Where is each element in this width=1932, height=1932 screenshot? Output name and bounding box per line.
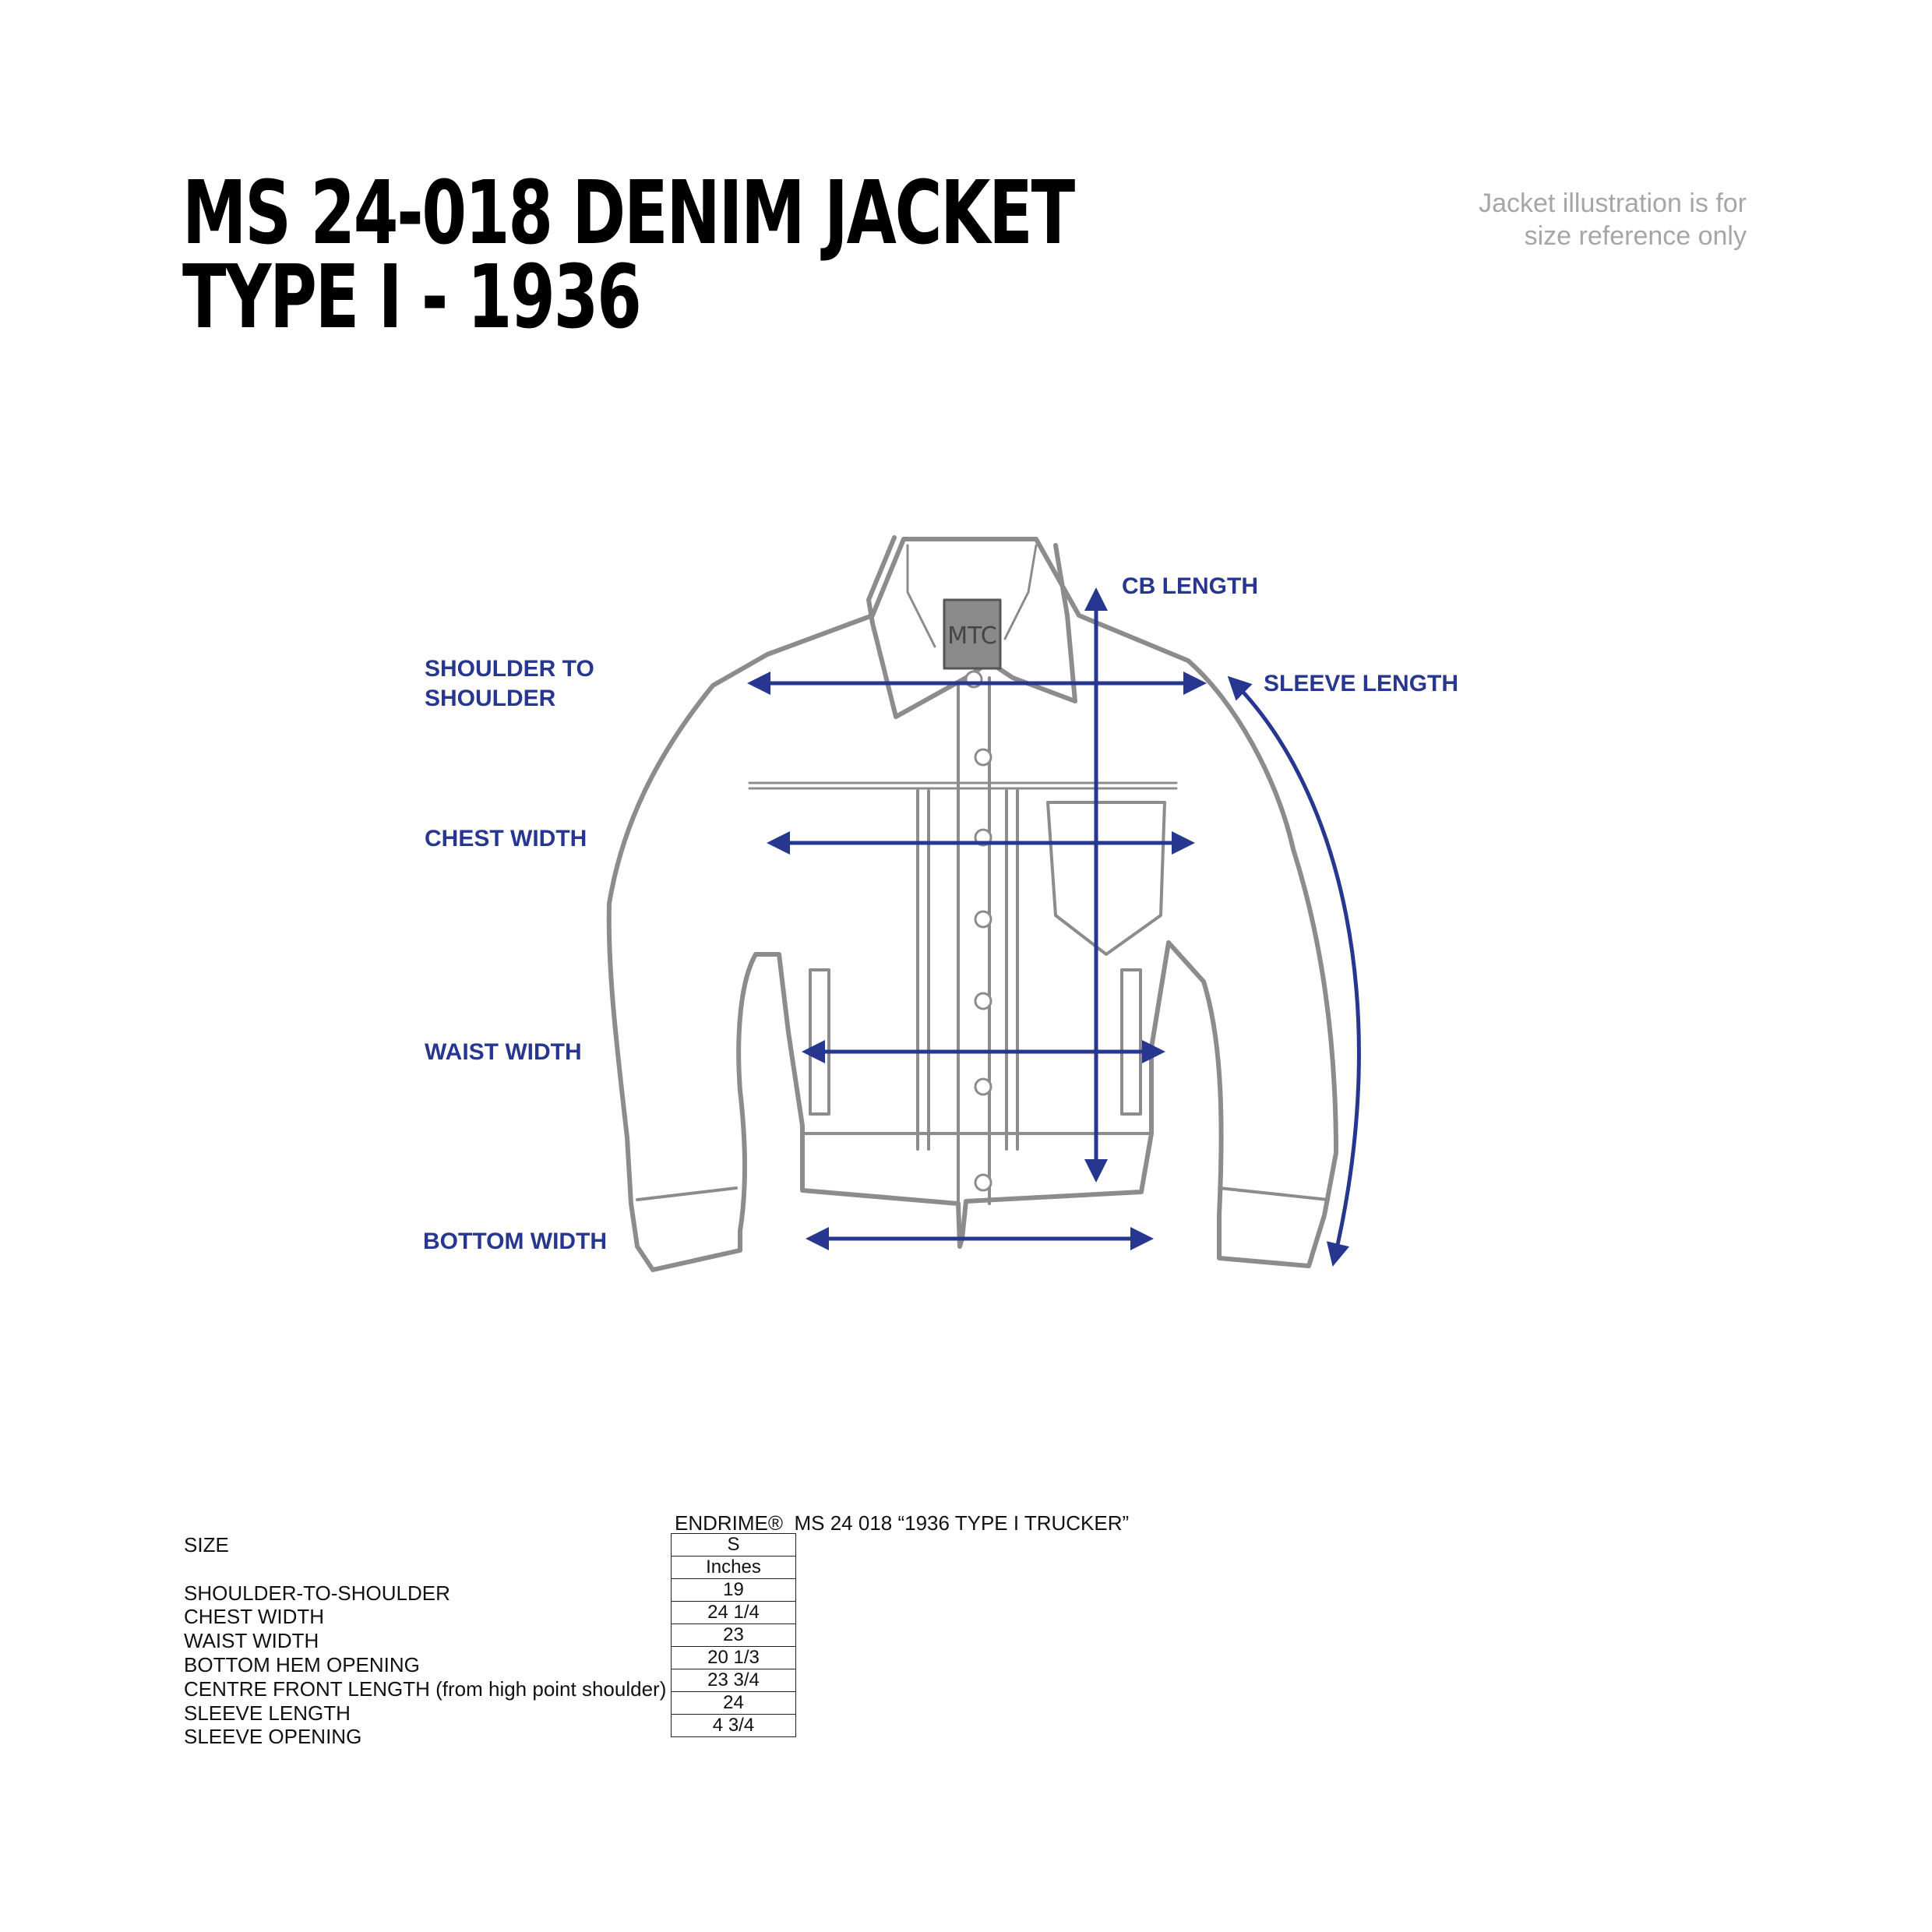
spec-label: BOTTOM HEM OPENING bbox=[184, 1652, 420, 1676]
chest-pocket bbox=[1046, 801, 1166, 956]
button-placket bbox=[957, 676, 991, 1205]
sleeve-length-arrow bbox=[1227, 675, 1361, 1267]
spec-value: 23 bbox=[671, 1624, 796, 1647]
button bbox=[974, 1077, 992, 1096]
spec-value: 24 bbox=[671, 1691, 796, 1715]
table-row: 4 3/4 bbox=[671, 1714, 796, 1737]
yoke-seam bbox=[748, 781, 1178, 790]
right-side-pocket bbox=[1120, 968, 1142, 1116]
table-row: S bbox=[671, 1533, 796, 1557]
size-value: S bbox=[671, 1533, 796, 1557]
page-title: MS 24-018 DENIM JACKET TYPE I - 1936 bbox=[182, 163, 1075, 348]
label-sleeve-length: SLEEVE LENGTH bbox=[1264, 671, 1458, 696]
label-bottom: BOTTOM WIDTH bbox=[423, 1229, 607, 1254]
spec-labels: SIZE SHOULDER-TO-SHOULDER CHEST WIDTH WA… bbox=[184, 1533, 666, 1749]
table-row: 19 bbox=[671, 1578, 796, 1602]
right-cuff bbox=[1218, 1186, 1330, 1201]
pleats bbox=[916, 789, 1019, 1151]
spec-value: 20 1/3 bbox=[671, 1646, 796, 1669]
label-waist: WAIST WIDTH bbox=[425, 1039, 582, 1065]
size-table: S Inches 19 24 1/4 23 20 1/3 23 3/4 24 4… bbox=[671, 1533, 796, 1737]
title-line-1: MS 24-018 DENIM JACKET bbox=[182, 163, 1075, 264]
left-side-pocket bbox=[809, 968, 830, 1116]
unit-value: Inches bbox=[671, 1556, 796, 1579]
button bbox=[974, 992, 992, 1010]
table-row: 24 bbox=[671, 1691, 796, 1715]
reference-note: Jacket illustration is for size referenc… bbox=[1479, 187, 1747, 252]
table-row: 23 bbox=[671, 1624, 796, 1647]
spec-value: 4 3/4 bbox=[671, 1714, 796, 1737]
button bbox=[974, 748, 992, 767]
title-line-2: TYPE I - 1936 bbox=[182, 247, 642, 348]
logo-letters: MTC bbox=[947, 622, 996, 650]
buttons bbox=[964, 670, 992, 1192]
unit-spacer bbox=[184, 1557, 666, 1581]
table-row: 23 3/4 bbox=[671, 1669, 796, 1692]
table-row: 20 1/3 bbox=[671, 1646, 796, 1669]
spec-heading: ENDRIME® MS 24 018 “1936 TYPE I TRUCKER” bbox=[675, 1511, 1130, 1535]
collar-inner bbox=[906, 544, 1038, 648]
spec-label: CENTRE FRONT LENGTH (from high point sho… bbox=[184, 1676, 667, 1701]
reference-note-line-2: size reference only bbox=[1524, 221, 1747, 251]
label-cb-length: CB LENGTH bbox=[1122, 573, 1258, 599]
spec-value: 24 1/4 bbox=[671, 1601, 796, 1624]
spec-value: 19 bbox=[671, 1578, 796, 1602]
button bbox=[974, 910, 992, 929]
label-shoulder-line-2: SHOULDER bbox=[425, 686, 556, 711]
collar bbox=[866, 535, 1077, 719]
table-row: Inches bbox=[671, 1556, 796, 1579]
label-shoulder-line-1: SHOULDER TO bbox=[425, 656, 594, 682]
logo-tag bbox=[943, 598, 1002, 670]
label-chest: CHEST WIDTH bbox=[425, 826, 587, 851]
size-label: SIZE bbox=[184, 1533, 229, 1557]
spec-label: SHOULDER-TO-SHOULDER bbox=[184, 1581, 450, 1605]
spec-value: 23 3/4 bbox=[671, 1669, 796, 1692]
measurement-labels: SHOULDER TO SHOULDER CHEST WIDTH WAIST W… bbox=[423, 573, 1458, 1254]
table-row: 24 1/4 bbox=[671, 1601, 796, 1624]
reference-note-line-1: Jacket illustration is for bbox=[1479, 189, 1747, 218]
measurement-arrows bbox=[747, 587, 1361, 1267]
spec-label: SLEEVE OPENING bbox=[184, 1725, 362, 1749]
button bbox=[974, 1173, 992, 1192]
spec-label: WAIST WIDTH bbox=[184, 1629, 319, 1653]
jacket-illustration: MTC bbox=[606, 535, 1338, 1272]
spec-label: SLEEVE LENGTH bbox=[184, 1701, 351, 1725]
spec-label: CHEST WIDTH bbox=[184, 1605, 325, 1629]
left-cuff bbox=[636, 1186, 738, 1201]
